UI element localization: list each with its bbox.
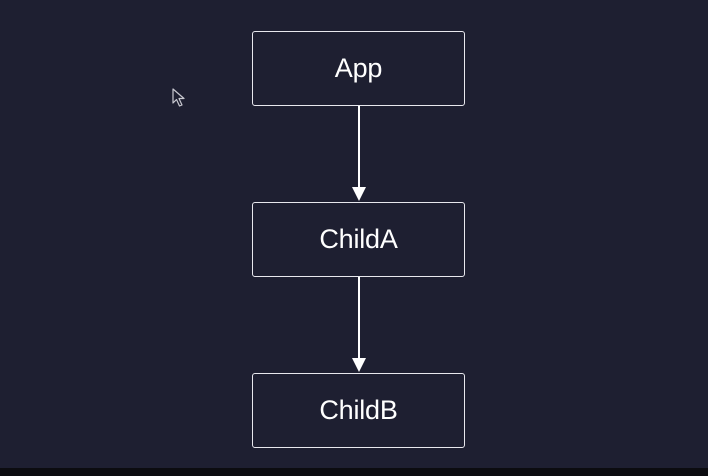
- node-app[interactable]: App: [252, 31, 465, 106]
- node-label: App: [334, 53, 383, 83]
- edge-app-to-childa: [352, 106, 366, 201]
- arrowhead-icon: [352, 358, 366, 372]
- node-childa[interactable]: ChildA: [252, 202, 465, 277]
- edge-childa-to-childb: [352, 277, 366, 372]
- bottom-strip: [0, 468, 708, 476]
- node-label: ChildB: [319, 395, 398, 425]
- arrowhead-icon: [352, 187, 366, 201]
- node-label: ChildA: [319, 224, 398, 254]
- mouse-pointer-icon: [172, 88, 185, 107]
- node-childb[interactable]: ChildB: [252, 373, 465, 448]
